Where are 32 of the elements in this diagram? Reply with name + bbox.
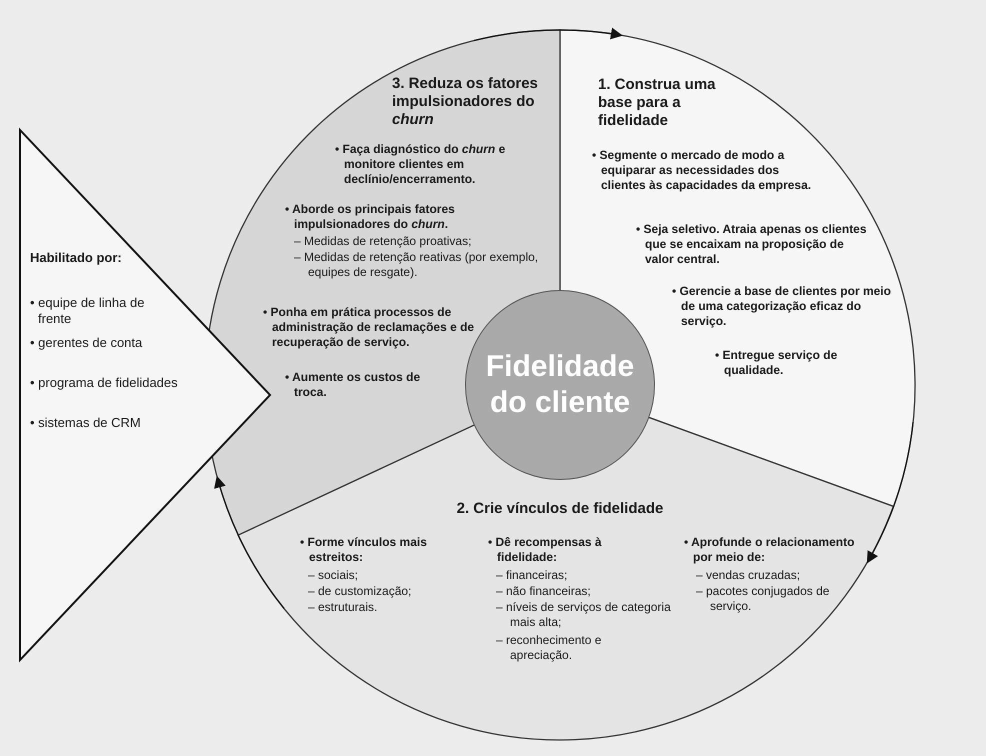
bullet-item: • Dê recompensas à fidelidade: <box>488 535 603 565</box>
bullet-item: • sistemas de CRM <box>30 415 142 431</box>
bullet-item: • Entregue serviço de qualidade. <box>715 348 838 378</box>
bullet-item: • Aborde os principais fatores impulsionadores do churn. <box>285 202 456 232</box>
panel-heading: Habilitado por: <box>30 250 123 266</box>
bullet-item: • Aprofunde o relacionamento por meio de: <box>684 535 856 565</box>
bullet-item: • programa de fidelidades <box>30 375 179 391</box>
bullet-item: • Forme vínculos mais estreitos: <box>300 535 428 565</box>
sub-item: – de customização; <box>306 584 412 599</box>
sub-item: – Medidas de retenção reativas (por exemplo, equipes de resgate). <box>293 250 540 280</box>
section-heading: 1. Construa uma base para a fidelidade <box>598 76 717 130</box>
bullet-item: • Gerencie a base de clientes por meio de uma categorização eficaz do serviço. <box>672 284 892 329</box>
bullet-item: • Seja seletivo. Atraia apenas os clientes que se encaixam na proposição de valor central. <box>636 222 868 267</box>
section-heading: 3. Reduza os fatores impulsionadores do churn <box>392 75 539 129</box>
sub-item: – Medidas de retenção proativas; <box>293 234 472 249</box>
sub-item: – financeiras; <box>494 568 568 583</box>
bullet-item: • gerentes de conta <box>30 335 144 351</box>
arrow <box>214 476 285 609</box>
bullet-item: • Segmente o mercado de modo a equiparar as necessidades dos clientes às capacidades da empresa. <box>592 148 812 193</box>
bullet-item: • Faça diagnóstico do churn e monitore clientes em declínio/encerramento. <box>335 142 506 187</box>
section-heading: 2. Crie vínculos de fidelidade <box>456 500 664 518</box>
bullet-item: • equipe de linha de frente <box>30 295 146 327</box>
sub-item: – não financeiras; <box>494 584 592 599</box>
arrow <box>474 28 623 42</box>
sub-item: – vendas cruzadas; <box>694 568 802 583</box>
sub-item: – pacotes conjugados de serviço. <box>694 584 830 614</box>
sub-item: – reconhecimento e apreciação. <box>494 633 602 663</box>
sub-item: – sociais; <box>306 568 360 583</box>
sub-item: – estruturais. <box>306 600 378 615</box>
bullet-item: • Aumente os custos de troca. <box>285 370 422 400</box>
sub-item: – níveis de serviços de categoria mais alta; <box>494 600 672 630</box>
arrow <box>866 422 914 564</box>
